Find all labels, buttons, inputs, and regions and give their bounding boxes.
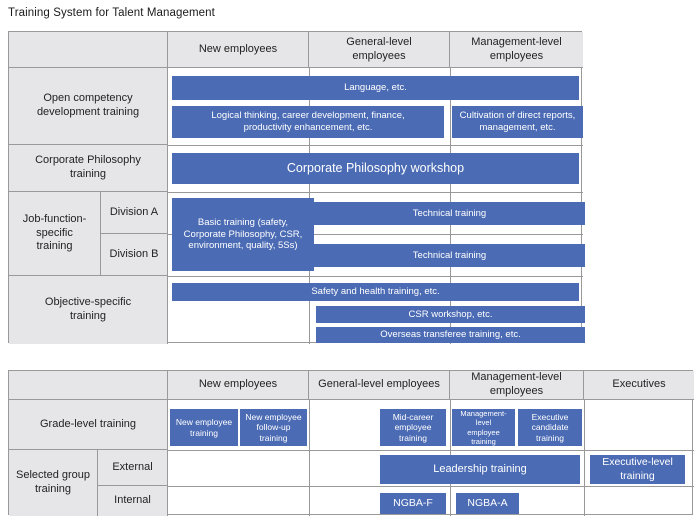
upper-header-corner bbox=[9, 32, 168, 68]
row-label-job-function-training: Job-function- specific training bbox=[9, 192, 101, 276]
row-label-internal: Internal bbox=[98, 486, 168, 516]
row-label-open-competency-training: Open competency development training bbox=[9, 68, 168, 145]
bar-logical-thinking: Logical thinking, career development, fi… bbox=[172, 106, 444, 138]
grid-line-h bbox=[168, 486, 694, 487]
bar-language-etc: Language, etc. bbox=[172, 76, 579, 100]
bar-technical-training-division-a: Technical training bbox=[314, 202, 585, 225]
row-label-selected-group-training: Selected group training bbox=[9, 450, 98, 516]
diagram-title: Training System for Talent Management bbox=[8, 7, 215, 19]
lower-col-header-executives: Executives bbox=[584, 371, 694, 400]
grid-line-v bbox=[584, 400, 585, 516]
row-label-corporate-philosophy-training: Corporate Philosophy training bbox=[9, 145, 168, 192]
bar-executive-candidate-training: Executive candidate training bbox=[518, 409, 582, 446]
row-label-division-a: Division A bbox=[101, 192, 168, 234]
bar-leadership-training: Leadership training bbox=[380, 455, 580, 484]
upper-training-table: New employees General-level employees Ma… bbox=[8, 31, 585, 344]
grid-line-h bbox=[168, 145, 583, 146]
bar-management-level-employee-training: Management-level employee training bbox=[452, 409, 515, 446]
upper-col-header-new-employees: New employees bbox=[168, 32, 309, 68]
row-label-objective-specific-training: Objective-specific training bbox=[9, 276, 168, 344]
lower-col-header-general-level: General-level employees bbox=[309, 371, 450, 400]
grid-line-h bbox=[168, 450, 694, 451]
bar-overseas-transferee-training: Overseas transferee training, etc. bbox=[316, 327, 585, 343]
grid-line-h bbox=[168, 276, 583, 277]
bar-cultivation-direct-reports: Cultivation of direct reports, managemen… bbox=[452, 106, 583, 138]
bar-ngba-a: NGBA-A bbox=[456, 493, 519, 514]
bar-technical-training-division-b: Technical training bbox=[314, 244, 585, 267]
bar-csr-workshop: CSR workshop, etc. bbox=[316, 306, 585, 323]
bar-new-employee-followup-training: New employee follow-up training bbox=[240, 409, 307, 446]
bar-corporate-philosophy-workshop: Corporate Philosophy workshop bbox=[172, 153, 579, 184]
grid-line-h bbox=[168, 234, 583, 235]
row-label-division-b: Division B bbox=[101, 234, 168, 276]
row-label-external: External bbox=[98, 450, 168, 486]
row-label-grade-level-training: Grade-level training bbox=[9, 400, 168, 450]
upper-col-header-management-level: Management-level employees bbox=[450, 32, 583, 68]
lower-header-corner bbox=[9, 371, 168, 400]
grid-line-v bbox=[309, 400, 310, 516]
bar-mid-career-employee-training: Mid-career employee training bbox=[380, 409, 446, 446]
bar-ngba-f: NGBA-F bbox=[380, 493, 446, 514]
lower-col-header-management-level: Management-level employees bbox=[450, 371, 584, 400]
upper-col-header-general-level: General-level employees bbox=[309, 32, 450, 68]
grid-line-h bbox=[168, 192, 583, 193]
lower-col-header-new-employees: New employees bbox=[168, 371, 309, 400]
bar-new-employee-training: New employee training bbox=[170, 409, 238, 446]
bar-executive-level-training: Executive-level training bbox=[590, 455, 685, 484]
lower-training-table: New employees General-level employees Ma… bbox=[8, 370, 694, 516]
bar-basic-training: Basic training (safety, Corporate Philos… bbox=[172, 198, 314, 271]
bar-safety-health-training: Safety and health training, etc. bbox=[172, 283, 579, 301]
